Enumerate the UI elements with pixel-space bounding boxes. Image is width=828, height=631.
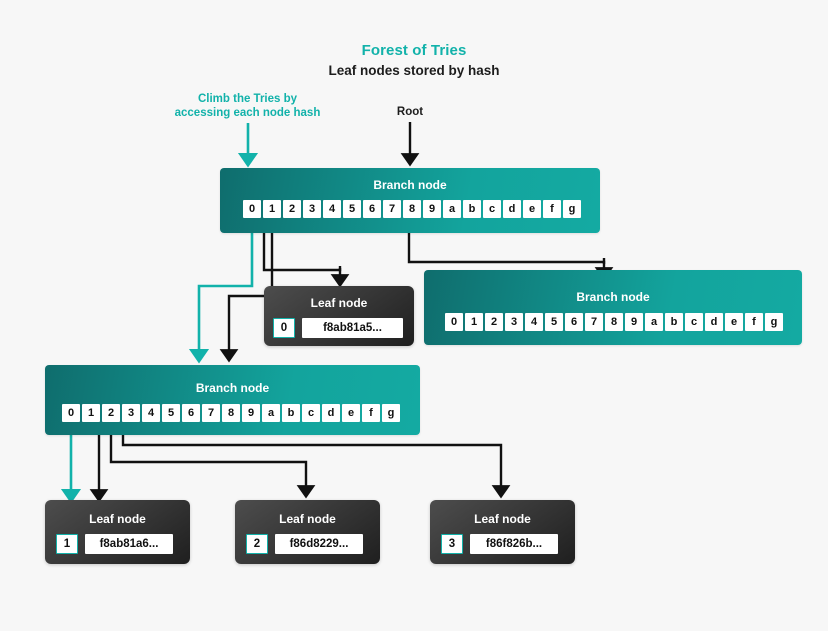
- leaf-node-1[interactable]: Leaf node 1 f8ab81a6...: [45, 500, 190, 564]
- branch-node-right-cells: 0 1 2 3 4 5 6 7 8 9 a b c d e f g: [445, 313, 783, 331]
- branch-cell-f[interactable]: f: [745, 313, 763, 331]
- branch-cell-8[interactable]: 8: [222, 404, 240, 422]
- edge-left-3-to-leaf-3: [121, 428, 511, 499]
- edge-root-8-to-right-branch: [407, 232, 614, 281]
- branch-node-left-title: Branch node: [195, 381, 270, 395]
- leaf-node-3-title: Leaf node: [474, 512, 531, 526]
- leaf-node-3-row: 3 f86f826b...: [441, 534, 558, 554]
- leaf-node-3[interactable]: Leaf node 3 f86f826b...: [430, 500, 575, 564]
- branch-cell-0[interactable]: 0: [62, 404, 80, 422]
- leaf-node-2-title: Leaf node: [279, 512, 336, 526]
- branch-cell-a[interactable]: a: [262, 404, 280, 422]
- branch-cell-1[interactable]: 1: [82, 404, 100, 422]
- leaf-node-1-title: Leaf node: [89, 512, 146, 526]
- leaf-node-2-index[interactable]: 2: [246, 534, 268, 554]
- branch-cell-9[interactable]: 9: [242, 404, 260, 422]
- edge-left-2-to-leaf-2: [109, 428, 316, 499]
- branch-node-left-cells: 0 1 2 3 4 5 6 7 8 9 a b c d e f g: [62, 404, 400, 422]
- branch-cell-1[interactable]: 1: [263, 200, 281, 218]
- leaf-node-2-row: 2 f86d8229...: [246, 534, 363, 554]
- leaf-node-3-hash[interactable]: f86f826b...: [470, 534, 558, 554]
- leaf-node-2-hash[interactable]: f86d8229...: [275, 534, 363, 554]
- leaf-node-1-row: 1 f8ab81a6...: [56, 534, 173, 554]
- branch-cell-0[interactable]: 0: [243, 200, 261, 218]
- branch-cell-f[interactable]: f: [362, 404, 380, 422]
- edge-root-0-to-left-branch: [188, 232, 254, 364]
- branch-cell-9[interactable]: 9: [625, 313, 643, 331]
- annotation-climb-line-2: accessing each node hash: [174, 107, 321, 119]
- branch-cell-f[interactable]: f: [543, 200, 561, 218]
- branch-cell-7[interactable]: 7: [585, 313, 603, 331]
- annotation-root: Root: [396, 106, 424, 118]
- branch-cell-5[interactable]: 5: [545, 313, 563, 331]
- branch-cell-5[interactable]: 5: [343, 200, 361, 218]
- branch-cell-7[interactable]: 7: [202, 404, 220, 422]
- branch-cell-e[interactable]: e: [523, 200, 541, 218]
- branch-cell-c[interactable]: c: [483, 200, 501, 218]
- branch-cell-8[interactable]: 8: [403, 200, 421, 218]
- branch-cell-a[interactable]: a: [645, 313, 663, 331]
- branch-cell-c[interactable]: c: [685, 313, 703, 331]
- annotation-climb-the-tries: Climb the Tries by accessing each node h…: [150, 92, 345, 120]
- branch-cell-6[interactable]: 6: [182, 404, 200, 422]
- branch-cell-4[interactable]: 4: [323, 200, 341, 218]
- branch-cell-g[interactable]: g: [382, 404, 400, 422]
- branch-cell-a[interactable]: a: [443, 200, 461, 218]
- leaf-node-0[interactable]: Leaf node 0 f8ab81a5...: [264, 286, 414, 346]
- leaf-node-1-index[interactable]: 1: [56, 534, 78, 554]
- branch-node-root[interactable]: Branch node 0 1 2 3 4 5 6 7 8 9 a b c d …: [220, 168, 600, 233]
- branch-cell-b[interactable]: b: [282, 404, 300, 422]
- leaf-node-0-row: 0 f8ab81a5...: [273, 318, 403, 338]
- branch-cell-9[interactable]: 9: [423, 200, 441, 218]
- branch-cell-4[interactable]: 4: [142, 404, 160, 422]
- branch-cell-b[interactable]: b: [463, 200, 481, 218]
- annotation-climb-line-1: Climb the Tries by: [197, 93, 298, 105]
- branch-cell-g[interactable]: g: [563, 200, 581, 218]
- branch-cell-e[interactable]: e: [725, 313, 743, 331]
- branch-cell-7[interactable]: 7: [383, 200, 401, 218]
- leaf-node-0-index[interactable]: 0: [273, 318, 295, 338]
- leaf-node-2[interactable]: Leaf node 2 f86d8229...: [235, 500, 380, 564]
- branch-cell-d[interactable]: d: [705, 313, 723, 331]
- leaf-node-0-hash[interactable]: f8ab81a5...: [302, 318, 403, 338]
- edge-root-to-leaf-0: [262, 232, 350, 288]
- branch-node-root-title: Branch node: [373, 178, 447, 192]
- branch-cell-d[interactable]: d: [503, 200, 521, 218]
- branch-cell-3[interactable]: 3: [303, 200, 321, 218]
- branch-cell-2[interactable]: 2: [283, 200, 301, 218]
- branch-cell-d[interactable]: d: [322, 404, 340, 422]
- page-subtitle: Leaf nodes stored by hash: [328, 63, 500, 78]
- branch-cell-8[interactable]: 8: [605, 313, 623, 331]
- branch-cell-3[interactable]: 3: [122, 404, 140, 422]
- branch-cell-0[interactable]: 0: [445, 313, 463, 331]
- branch-cell-e[interactable]: e: [342, 404, 360, 422]
- branch-cell-6[interactable]: 6: [363, 200, 381, 218]
- leaf-node-0-title: Leaf node: [310, 296, 368, 310]
- branch-cell-2[interactable]: 2: [102, 404, 120, 422]
- branch-cell-5[interactable]: 5: [162, 404, 180, 422]
- branch-cell-3[interactable]: 3: [505, 313, 523, 331]
- leaf-node-1-hash[interactable]: f8ab81a6...: [85, 534, 173, 554]
- branch-node-right[interactable]: Branch node 0 1 2 3 4 5 6 7 8 9 a b c d …: [424, 270, 802, 345]
- branch-node-left[interactable]: Branch node 0 1 2 3 4 5 6 7 8 9 a b c d …: [45, 365, 420, 435]
- branch-node-root-cells: 0 1 2 3 4 5 6 7 8 9 a b c d e f g: [243, 200, 581, 218]
- page-title: Forest of Tries: [361, 42, 467, 59]
- branch-node-right-title: Branch node: [576, 290, 650, 304]
- leaf-node-3-index[interactable]: 3: [441, 534, 463, 554]
- branch-cell-c[interactable]: c: [302, 404, 320, 422]
- branch-cell-6[interactable]: 6: [565, 313, 583, 331]
- branch-cell-4[interactable]: 4: [525, 313, 543, 331]
- branch-cell-g[interactable]: g: [765, 313, 783, 331]
- branch-cell-1[interactable]: 1: [465, 313, 483, 331]
- branch-cell-b[interactable]: b: [665, 313, 683, 331]
- branch-cell-2[interactable]: 2: [485, 313, 503, 331]
